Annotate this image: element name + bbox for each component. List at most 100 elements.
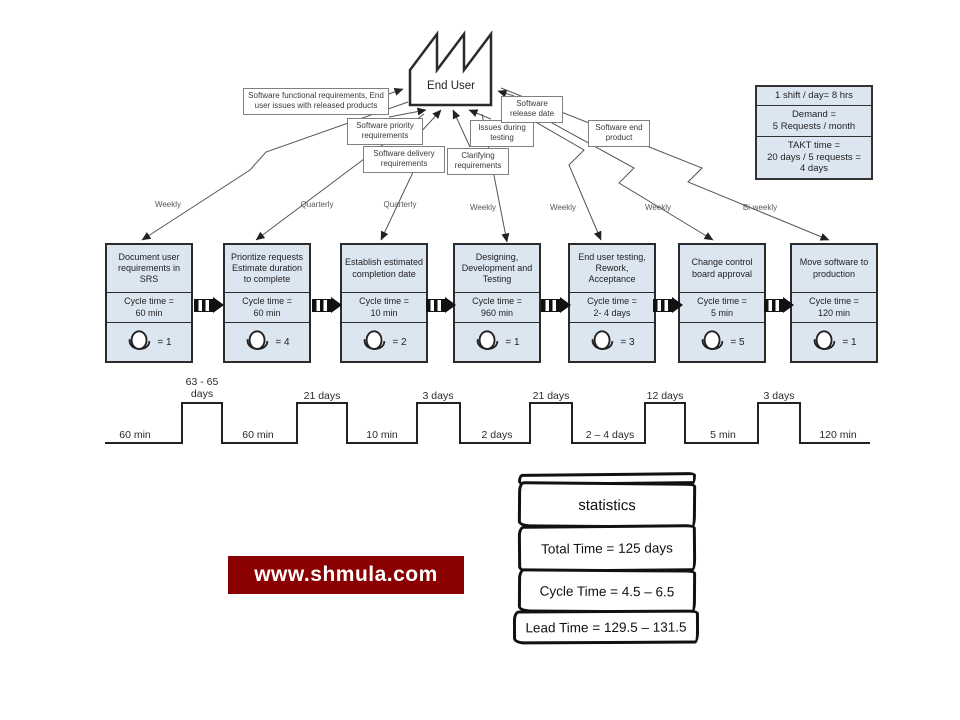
info-takt-row: TAKT time = 20 days / 5 requests = 4 day… bbox=[757, 137, 871, 179]
cycle-time: Cycle time = 60 min bbox=[225, 293, 309, 323]
comm-arrow-issues-to-enduser bbox=[468, 109, 492, 120]
push-arrow-icon bbox=[764, 297, 794, 313]
timeline-valley-label-7: 120 min bbox=[819, 429, 857, 441]
cycle-time-value: 5 min bbox=[710, 307, 733, 318]
operator-icon bbox=[364, 330, 386, 350]
process-box-6: Change control board approval Cycle time… bbox=[678, 243, 766, 363]
operator-count: = 4 bbox=[275, 336, 290, 348]
frequency-label-7: Bi-weekly bbox=[742, 203, 778, 212]
takt-info-box: 1 shift / day= 8 hrs Demand = 5 Requests… bbox=[755, 85, 873, 181]
statistics-title: statistics bbox=[517, 481, 697, 529]
cycle-time-label: Cycle time = bbox=[472, 295, 522, 306]
watermark-text: www.shmula.com bbox=[254, 563, 438, 586]
info-demand-line2: 5 Requests / month bbox=[772, 120, 856, 132]
operator-icon bbox=[592, 330, 614, 350]
cycle-time-value: 60 min bbox=[135, 307, 163, 318]
comm-arrow-clarifying-to-enduser bbox=[452, 109, 471, 148]
label-delivery-requirements: Software delivery requirements bbox=[363, 146, 445, 173]
comm-arrow-priority-to-enduser bbox=[388, 107, 427, 118]
process-title: Document user requirements in SRS bbox=[107, 245, 191, 293]
cycle-time-label: Cycle time = bbox=[809, 295, 859, 306]
timeline-valley-label-2: 60 min bbox=[242, 429, 274, 441]
timeline-valley-label-1: 60 min bbox=[119, 429, 151, 441]
push-arrow-icon bbox=[426, 297, 456, 313]
process-title: Establish estimated completion date bbox=[342, 245, 426, 293]
timeline-valley-label-6: 5 min bbox=[710, 429, 736, 441]
operator-icon bbox=[814, 330, 836, 350]
frequency-label-3: Quarterly bbox=[383, 200, 417, 209]
timeline-peak-label-3: 3 days bbox=[422, 390, 454, 402]
operator-count: = 1 bbox=[157, 336, 172, 348]
cycle-time-value: 960 min bbox=[480, 307, 514, 318]
info-takt-line2: 20 days / 5 requests = bbox=[767, 151, 861, 163]
peak-label-line1: 63 - 65 bbox=[185, 376, 219, 388]
watermark-banner: www.shmula.com bbox=[228, 556, 464, 594]
info-demand-row: Demand = 5 Requests / month bbox=[757, 106, 871, 137]
process-title: Designing, Development and Testing bbox=[455, 245, 539, 293]
cycle-time: Cycle time = 2- 4 days bbox=[570, 293, 654, 323]
operator-count: = 2 bbox=[392, 336, 407, 348]
process-box-5: End user testing, Rework, Acceptance Cyc… bbox=[568, 243, 656, 363]
cycle-time-value: 60 min bbox=[253, 307, 281, 318]
operator-icon bbox=[702, 330, 724, 350]
label-priority-requirements: Software priority requirements bbox=[347, 118, 423, 145]
timeline-peak-label-5: 12 days bbox=[646, 390, 684, 402]
process-title: Prioritize requests Estimate duration to… bbox=[225, 245, 309, 293]
info-shift-row: 1 shift / day= 8 hrs bbox=[757, 87, 871, 106]
cycle-time-label: Cycle time = bbox=[242, 295, 292, 306]
cycle-time: Cycle time = 10 min bbox=[342, 293, 426, 323]
cycle-time-label: Cycle time = bbox=[587, 295, 637, 306]
cycle-time-value: 10 min bbox=[370, 307, 398, 318]
process-title: Move software to production bbox=[792, 245, 876, 293]
statistics-lead-time: Lead Time = 129.5 – 131.5 bbox=[512, 609, 700, 645]
push-arrow-icon bbox=[194, 297, 224, 313]
process-title: Change control board approval bbox=[680, 245, 764, 293]
info-demand-line1: Demand = bbox=[791, 108, 837, 120]
factory-icon bbox=[408, 30, 493, 107]
label-issues-during-testing: Issues during testing bbox=[470, 120, 534, 147]
frequency-label-1: Weekly bbox=[154, 200, 182, 209]
comm-arrow-to-process-5 bbox=[507, 105, 602, 241]
label-functional-requirements: Software functional requirements, End us… bbox=[243, 88, 389, 115]
end-user-label: End User bbox=[427, 80, 475, 92]
timeline-valley-label-3: 10 min bbox=[366, 429, 398, 441]
label-clarifying-requirements: Clarifying requirements bbox=[447, 148, 509, 175]
statistics-total-time: Total Time = 125 days bbox=[517, 524, 697, 573]
timeline-peak-label-2: 21 days bbox=[303, 390, 341, 402]
peak-label-line2: days bbox=[190, 388, 214, 401]
comm-arrow-to-process-1 bbox=[141, 101, 409, 241]
process-box-7: Move software to production Cycle time =… bbox=[790, 243, 878, 363]
push-arrow-icon bbox=[541, 297, 571, 313]
process-box-3: Establish estimated completion date Cycl… bbox=[340, 243, 428, 363]
timeline-peak-label-6: 3 days bbox=[763, 390, 795, 402]
timeline-peak-label-1: 63 - 65 days bbox=[186, 376, 219, 400]
process-title: End user testing, Rework, Acceptance bbox=[570, 245, 654, 293]
timeline-valley-label-4: 2 days bbox=[481, 429, 513, 441]
info-takt-line1: TAKT time = bbox=[787, 139, 841, 151]
comm-arrow-to-process-3 bbox=[380, 169, 415, 241]
process-box-1: Document user requirements in SRS Cycle … bbox=[105, 243, 193, 363]
cycle-time: Cycle time = 5 min bbox=[680, 293, 764, 323]
frequency-label-4: Weekly bbox=[469, 203, 497, 212]
cycle-time-label: Cycle time = bbox=[697, 295, 747, 306]
cycle-time-value: 120 min bbox=[817, 307, 851, 318]
frequency-label-6: Weekly bbox=[644, 203, 672, 212]
cycle-time: Cycle time = 120 min bbox=[792, 293, 876, 323]
operator-count: = 5 bbox=[730, 336, 745, 348]
comm-arrow-release-to-enduser bbox=[497, 89, 515, 98]
operator-count: = 1 bbox=[842, 336, 857, 348]
cycle-time-label: Cycle time = bbox=[124, 295, 174, 306]
cycle-time: Cycle time = 60 min bbox=[107, 293, 191, 323]
operator-count: = 3 bbox=[620, 336, 635, 348]
push-arrow-icon bbox=[653, 297, 683, 313]
operator-count: = 1 bbox=[505, 336, 520, 348]
push-arrow-icon bbox=[312, 297, 342, 313]
operator-icon bbox=[247, 330, 269, 350]
statistics-cycle-time: Cycle Time = 4.5 – 6.5 bbox=[517, 568, 697, 614]
cycle-time-label: Cycle time = bbox=[359, 295, 409, 306]
timeline-peak-label-4: 21 days bbox=[532, 390, 570, 402]
operator-icon bbox=[129, 330, 151, 350]
process-box-2: Prioritize requests Estimate duration to… bbox=[223, 243, 311, 363]
